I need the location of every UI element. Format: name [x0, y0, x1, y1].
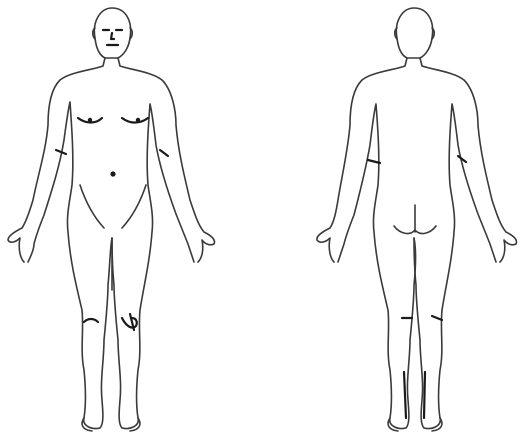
front-right-nipple	[136, 118, 140, 122]
front-left-hip-crease	[80, 185, 104, 228]
back-right-achilles	[424, 372, 425, 418]
back-right-knee-mark	[432, 316, 442, 320]
back-body-figure	[317, 8, 517, 431]
front-right-knee-mark	[122, 318, 137, 328]
front-right-pectoral	[122, 118, 148, 123]
back-head	[396, 8, 432, 58]
front-navel	[110, 171, 115, 176]
front-right-outline	[112, 58, 215, 429]
back-left-achilles	[404, 372, 406, 418]
back-right-foot	[432, 418, 442, 431]
back-left-outline	[317, 58, 416, 429]
front-nose	[111, 33, 114, 39]
front-right-elbow-mark	[160, 150, 168, 156]
front-right-hip-crease	[122, 185, 146, 228]
front-left-foot	[82, 418, 92, 431]
front-left-nipple	[88, 118, 92, 122]
front-body-figure	[8, 8, 215, 431]
front-right-foot	[130, 418, 140, 431]
front-left-knee-mark	[84, 319, 98, 322]
back-right-outline	[414, 58, 517, 429]
back-left-foot	[388, 418, 398, 431]
front-left-outline	[8, 58, 112, 429]
